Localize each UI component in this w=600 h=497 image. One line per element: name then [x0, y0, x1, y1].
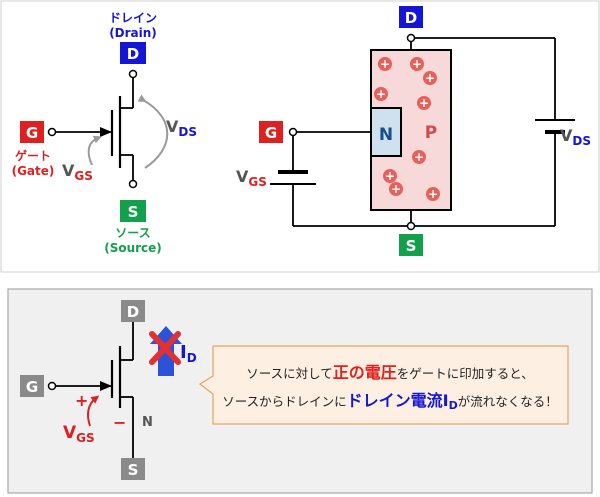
bottom-minus-sign: − — [113, 413, 126, 432]
structure-gate-label: G — [265, 124, 277, 142]
hole-carrier-sign: + — [425, 71, 435, 85]
vds-label: VDS — [166, 117, 197, 139]
hole-carrier: + — [374, 87, 388, 101]
callout-line-1: ソースに対して正の電圧をゲートに印加すると、 — [246, 363, 534, 382]
mosfet-symbol: ドレイン (Drain) D G ゲート (Gate) S ソース (Sourc… — [12, 11, 197, 255]
hole-carrier-sign: + — [419, 96, 429, 110]
hole-carrier-sign: + — [376, 87, 386, 101]
hole-carrier-sign: + — [428, 187, 438, 201]
drain-label-jp: ドレイン — [109, 11, 157, 25]
hole-carrier-circle — [389, 182, 403, 196]
gate-terminal-label: G — [26, 124, 38, 142]
n-region-label: N — [379, 125, 393, 145]
gate-label-jp: ゲート — [15, 148, 51, 163]
callout-line-2: ソースからドレインにドレイン電流IDが流れなくなる！ — [222, 391, 558, 412]
bottom-source-box — [121, 458, 145, 480]
structure-vds-label: VDS — [560, 126, 591, 148]
structure-source-label: S — [406, 237, 417, 255]
hole-carrier-sign: + — [414, 150, 424, 164]
hole-carrier-sign: + — [385, 169, 395, 183]
callout-box — [198, 345, 569, 425]
vgs-label: VGS — [62, 161, 93, 183]
blocked-current: ID — [149, 326, 197, 376]
hole-carrier-circle — [410, 57, 424, 71]
hole-carrier-circle — [417, 96, 431, 110]
n-region — [370, 107, 402, 157]
hole-carrier: + — [417, 96, 431, 110]
bottom-drain-label: D — [127, 303, 139, 321]
structure-drain-node — [406, 33, 416, 43]
gate-label-en: (Gate) — [12, 164, 55, 178]
structure-vgs-label: VGS — [236, 167, 267, 189]
drain-terminal-box — [120, 42, 146, 64]
hole-carriers: +++++++++ — [374, 57, 440, 201]
hole-carrier-circle — [383, 169, 397, 183]
callout: ソースに対して正の電圧をゲートに印加すると、 ソースからドレインにドレイン電流I… — [198, 345, 569, 425]
mosfet-structure: D VDS N P +++++++++ S G VGS — [236, 6, 591, 256]
source-label-jp: ソース — [115, 226, 150, 240]
source-terminal-box — [120, 200, 146, 222]
hole-carrier-circle — [374, 87, 388, 101]
hole-carrier: + — [410, 57, 424, 71]
hole-carrier: + — [426, 187, 440, 201]
cross-line-2 — [149, 331, 181, 365]
hole-carrier-sign: + — [412, 57, 422, 71]
hole-carrier: + — [383, 169, 397, 183]
vgs-arrow — [87, 135, 102, 166]
hole-carrier-circle — [426, 187, 440, 201]
bottom-vgs-label: VGS — [63, 423, 95, 445]
drain-label-en: (Drain) — [109, 26, 157, 40]
bottom-symbol: D G S N + − VGS — [20, 300, 153, 480]
bottom-plus-sign: + — [75, 391, 88, 410]
hole-carrier: + — [378, 57, 392, 71]
hole-carrier-sign: + — [380, 57, 390, 71]
structure-drain-box — [399, 6, 423, 28]
source-label-en: (Source) — [104, 241, 162, 255]
gate-arrow — [100, 127, 112, 137]
bottom-source-label: S — [128, 461, 139, 479]
hole-carrier: + — [389, 182, 403, 196]
structure-gate-node — [288, 127, 298, 137]
hole-carrier: + — [423, 71, 437, 85]
bottom-n-label: N — [142, 415, 153, 430]
hole-carrier-circle — [423, 71, 437, 85]
bottom-drain-box — [121, 300, 145, 322]
structure-source-node — [406, 221, 416, 231]
bottom-gate-arrow — [100, 381, 112, 391]
hole-carrier-sign: + — [391, 182, 401, 196]
p-region-label: P — [425, 123, 437, 143]
hole-carrier: + — [412, 150, 426, 164]
source-node — [128, 179, 138, 189]
gate-node — [47, 127, 57, 137]
bottom-gate-node — [47, 381, 57, 391]
source-terminal-label: S — [128, 203, 139, 221]
hole-carrier-circle — [412, 150, 426, 164]
hole-carrier-circle — [378, 57, 392, 71]
gate-terminal-box — [20, 121, 44, 143]
drain-terminal-label: D — [127, 45, 139, 63]
structure-source-box — [399, 234, 423, 256]
bottom-gate-label: G — [26, 378, 38, 396]
vds-arrow — [137, 94, 169, 169]
structure-gate-box — [259, 121, 283, 143]
drain-current-label: ID — [180, 342, 197, 365]
structure-drain-label: D — [405, 9, 417, 27]
bottom-vgs-arrow — [87, 395, 100, 427]
drain-node — [128, 69, 138, 79]
bottom-gate-box — [20, 375, 44, 397]
top-frame — [0, 0, 600, 273]
